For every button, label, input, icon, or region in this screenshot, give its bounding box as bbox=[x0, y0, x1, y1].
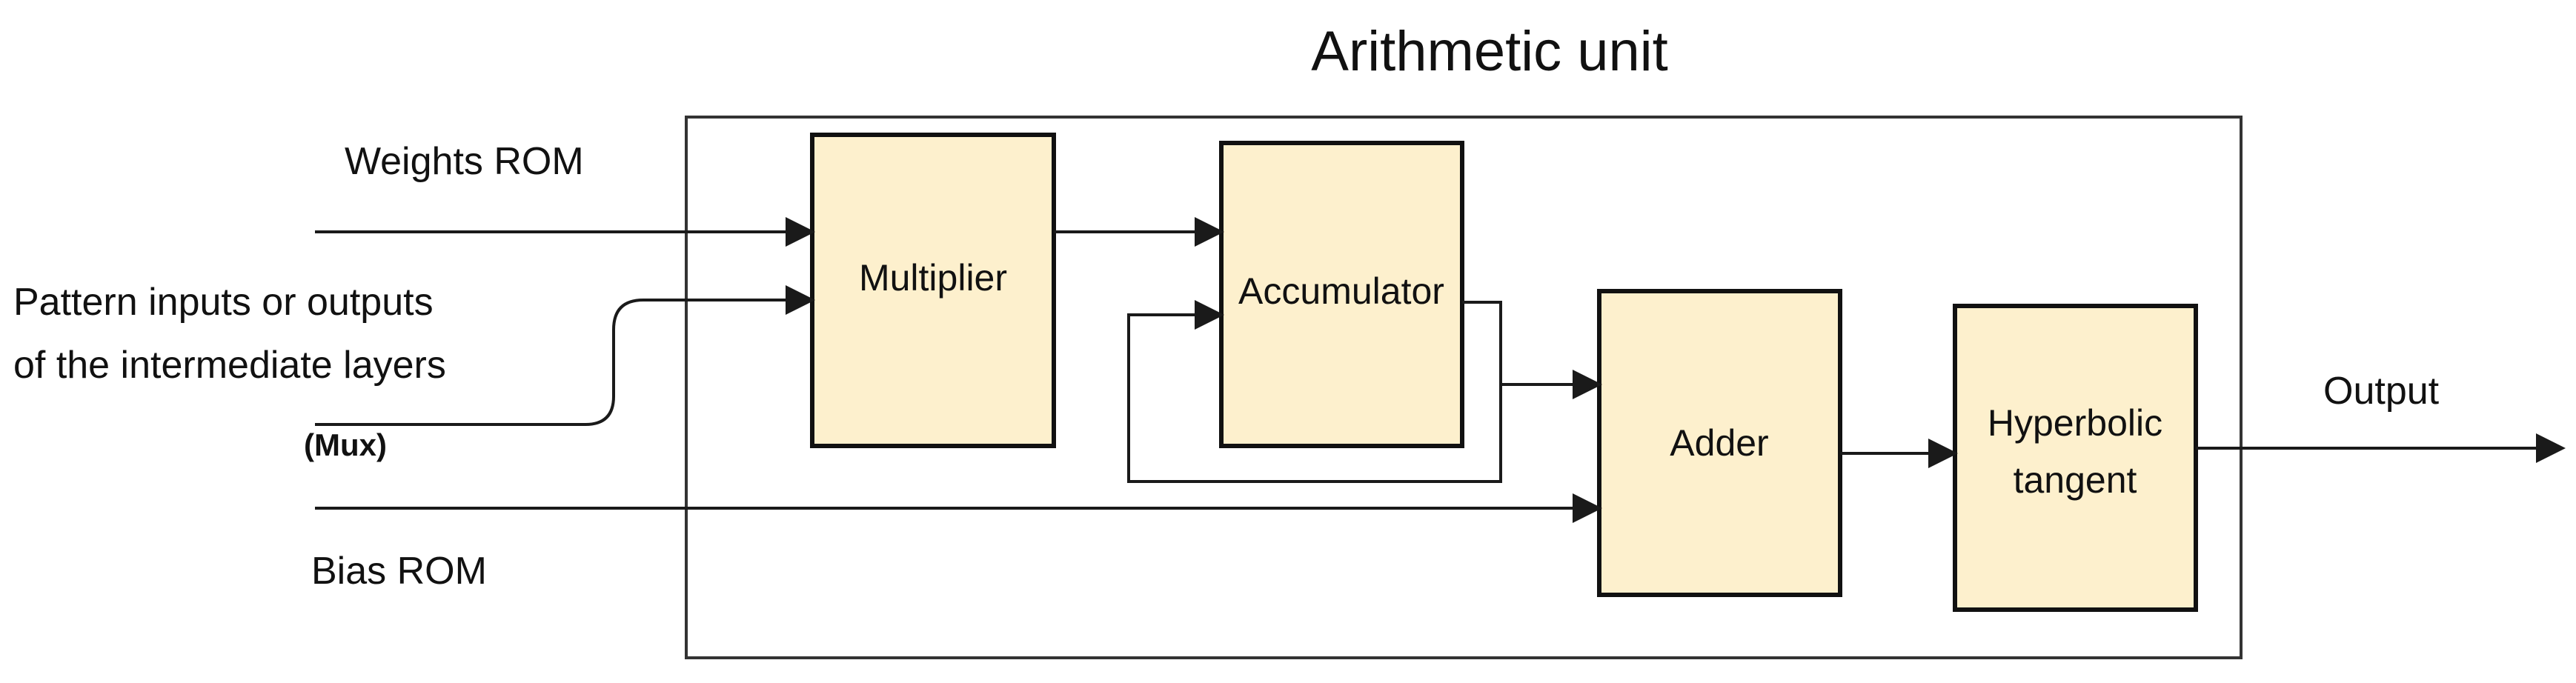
bias-rom-label: Bias ROM bbox=[311, 550, 487, 593]
adder-block bbox=[1597, 289, 1842, 597]
multiplier-block bbox=[810, 133, 1056, 448]
hyperbolic-tangent-label-line1: Hyperbolic bbox=[1988, 402, 2162, 444]
accumulator-feedback-loop bbox=[1127, 300, 1502, 483]
hyperbolic-tangent-label-line2: tangent bbox=[2014, 459, 2137, 501]
adder-label: Adder bbox=[1670, 422, 1768, 464]
pattern-inputs-label-line1: Pattern inputs or outputs bbox=[13, 281, 434, 324]
pattern-inputs-label-line2: of the intermediate layers bbox=[13, 344, 446, 387]
pattern-to-multiplier-arrow bbox=[315, 285, 815, 426]
accumulator-label: Accumulator bbox=[1238, 270, 1444, 312]
weights-rom-label: Weights ROM bbox=[345, 140, 584, 183]
arithmetic-unit-frame bbox=[685, 116, 2243, 659]
output-label: Output bbox=[2323, 370, 2440, 413]
accumulator-block bbox=[1219, 141, 1464, 448]
diagram-title: Arithmetic unit bbox=[1311, 20, 1668, 83]
hyperbolic-tangent-block bbox=[1953, 304, 2198, 612]
multiplier-label: Multiplier bbox=[859, 257, 1007, 299]
mux-label: (Mux) bbox=[304, 427, 387, 462]
